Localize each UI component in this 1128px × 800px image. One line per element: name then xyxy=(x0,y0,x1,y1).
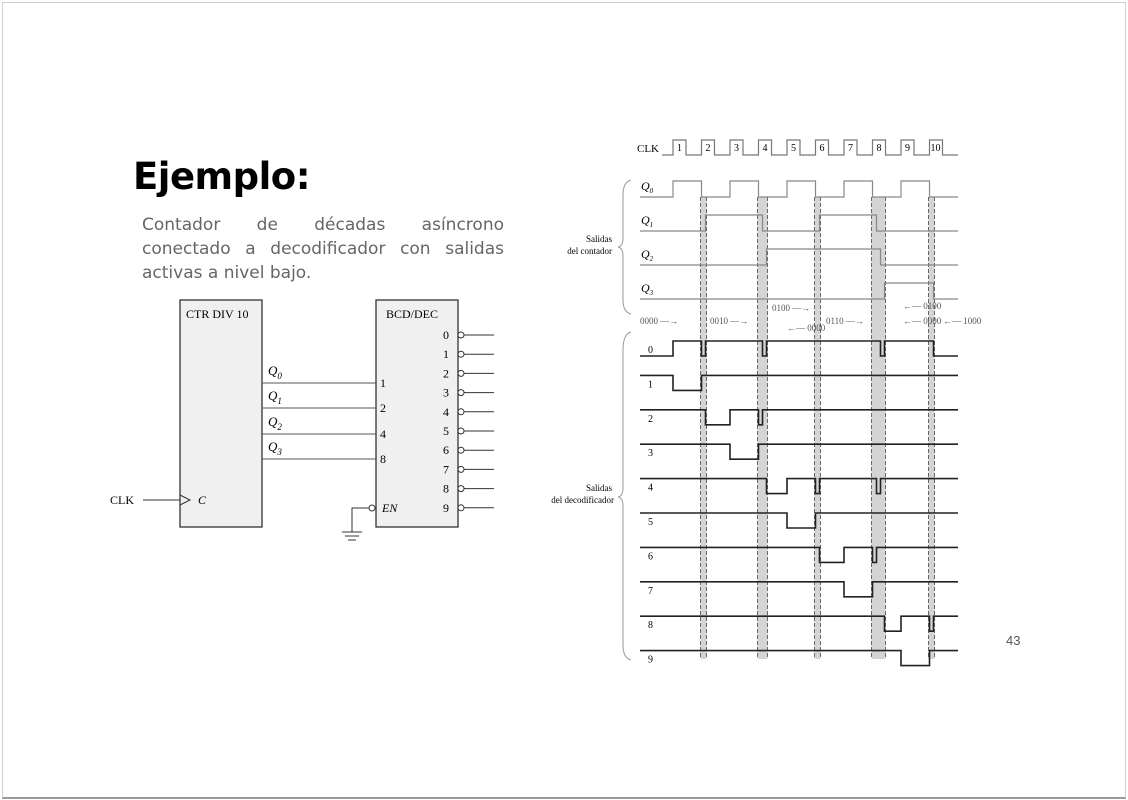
decoder-signal-label: 4 xyxy=(648,483,653,494)
clock-pulse-label: 4 xyxy=(763,143,768,154)
state-annotation: 0010 —→ xyxy=(710,316,748,326)
clock-pulse-label: 5 xyxy=(791,143,796,154)
waveform-q0 xyxy=(640,180,958,198)
brace-decoder xyxy=(617,331,632,661)
counter-signal-label: Q0 xyxy=(641,179,654,195)
decoder-output-label: 9 xyxy=(443,501,449,515)
decoder-output-label: 3 xyxy=(443,386,449,400)
counter-group-label: Salidas xyxy=(586,234,612,244)
glitch-band xyxy=(871,197,886,659)
waveform-out5 xyxy=(640,512,958,529)
page-number: 43 xyxy=(1006,633,1021,648)
clk-waveform xyxy=(662,139,958,156)
subscript: 0 xyxy=(650,187,654,195)
counter-signal-label: Q1 xyxy=(641,213,653,229)
glitch-band xyxy=(700,197,707,659)
decoder-output-label: 8 xyxy=(443,482,449,496)
counter-group-label: del contador xyxy=(567,246,612,256)
glitch-band xyxy=(814,197,821,659)
waveform-q2 xyxy=(640,248,958,266)
counter-label: CTR DIV 10 xyxy=(186,307,248,321)
counter-block xyxy=(179,299,263,528)
decoder-input-label: 4 xyxy=(380,427,386,441)
waveform-out0 xyxy=(640,340,958,357)
waveform-q3 xyxy=(640,282,958,300)
state-annotation: 0000 —→ xyxy=(640,316,678,326)
waveform-out6 xyxy=(640,546,958,564)
decoder-output-label: 1 xyxy=(443,347,449,361)
waveform-out1 xyxy=(640,374,958,392)
decoder-label: BCD/DEC xyxy=(386,307,438,321)
waveform-out7 xyxy=(640,580,958,598)
decoder-signal-label: 5 xyxy=(648,517,653,528)
decoder-output-label: 5 xyxy=(443,424,449,438)
decoder-signal-label: 0 xyxy=(648,345,653,356)
decoder-signal-label: 6 xyxy=(648,551,653,562)
decoder-input-label: 8 xyxy=(380,452,386,466)
clock-input-label: C xyxy=(198,493,207,507)
clk-signal-label: CLK xyxy=(637,143,659,155)
ground-icon xyxy=(342,531,362,541)
state-annotation: ←— 1000 xyxy=(943,316,982,326)
subscript: 0 xyxy=(277,371,282,381)
decoder-block xyxy=(375,299,459,528)
decoder-output-label: 0 xyxy=(443,328,449,342)
subscript: 2 xyxy=(277,422,282,432)
slide-title: Ejemplo: xyxy=(133,155,311,198)
clock-pulse-label: 7 xyxy=(848,143,853,154)
counter-signal-label: Q3 xyxy=(641,281,654,297)
waveform-out9 xyxy=(640,649,958,667)
decoder-input-label: 2 xyxy=(380,401,386,415)
waveform-out3 xyxy=(640,443,958,461)
decoder-output-label: 2 xyxy=(443,366,449,380)
decoder-signal-label: 8 xyxy=(648,620,653,631)
subscript: 3 xyxy=(649,289,654,297)
state-annotation: ←— 0000 xyxy=(787,323,826,333)
clk-input-label: CLK xyxy=(110,493,134,507)
enable-wire xyxy=(351,507,369,532)
brace-counter xyxy=(617,179,632,315)
clock-pulse-label: 10 xyxy=(931,143,941,154)
state-annotation: 0110 —→ xyxy=(826,316,864,326)
decoder-input-label: 1 xyxy=(380,376,386,390)
waveform-q1 xyxy=(640,214,958,232)
decoder-group-label: del decodificador xyxy=(551,495,614,505)
decoder-output-label: 6 xyxy=(443,443,449,457)
waveform-out4 xyxy=(640,477,958,495)
counter-signal-label: Q2 xyxy=(641,247,654,263)
decoder-signal-label: 2 xyxy=(648,414,653,425)
decoder-output-label: 7 xyxy=(443,462,449,476)
clock-triangle-icon xyxy=(179,494,192,506)
clock-pulse-label: 1 xyxy=(677,143,682,154)
decoder-signal-label: 3 xyxy=(648,448,653,459)
decoder-signal-label: 1 xyxy=(648,379,653,390)
state-annotation: ←— 0000 xyxy=(903,316,942,326)
decoder-signal-label: 7 xyxy=(648,586,653,597)
enable-label: EN xyxy=(381,501,398,515)
waveform-out2 xyxy=(640,408,958,426)
clock-pulse-label: 2 xyxy=(706,143,711,154)
subscript: 3 xyxy=(276,447,282,457)
clock-pulse-label: 9 xyxy=(905,143,910,154)
subscript: 1 xyxy=(277,396,282,406)
decoder-group-label: Salidas xyxy=(586,483,612,493)
subscript: 1 xyxy=(650,221,654,229)
slide-description: Contador de décadas asíncrono conectado … xyxy=(142,215,504,283)
subscript: 2 xyxy=(650,255,654,263)
state-annotation: ←— 0100 xyxy=(903,301,942,311)
clock-pulse-label: 6 xyxy=(820,143,825,154)
waveform-out8 xyxy=(640,615,958,633)
decoder-signal-label: 9 xyxy=(648,655,653,666)
state-annotation: 0100 —→ xyxy=(772,303,810,313)
decoder-output-label: 4 xyxy=(443,405,449,419)
clock-pulse-label: 3 xyxy=(734,143,739,154)
glitch-band xyxy=(928,197,935,659)
clock-pulse-label: 8 xyxy=(877,143,882,154)
glitch-band xyxy=(757,197,768,659)
